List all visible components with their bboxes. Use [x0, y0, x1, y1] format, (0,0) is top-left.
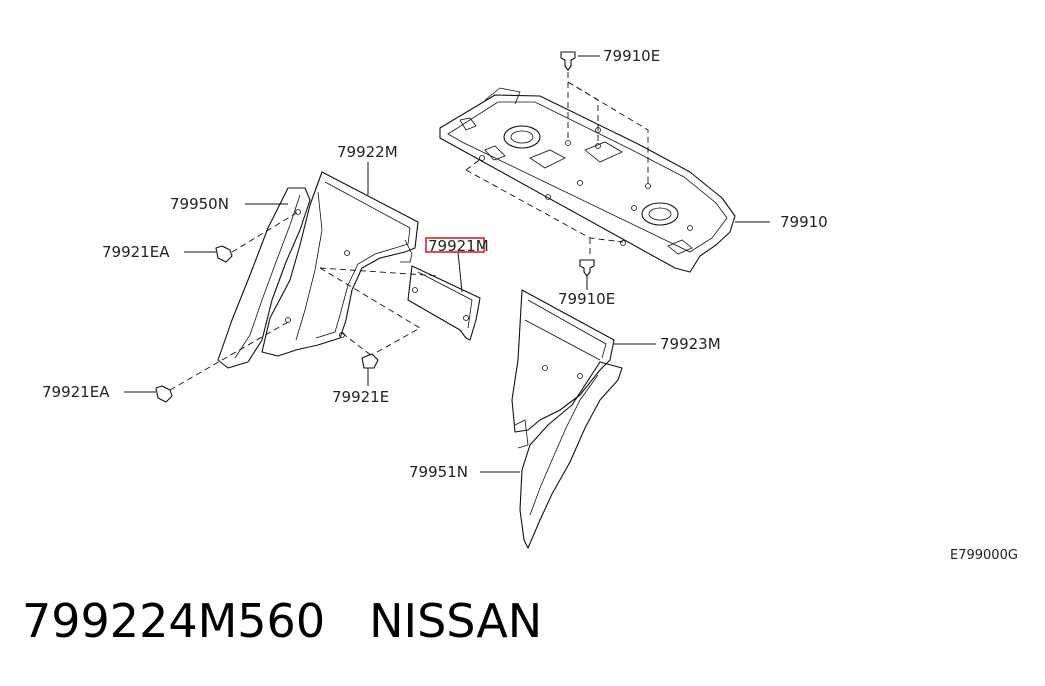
panel-79921M — [407, 265, 481, 341]
leader-79921M — [457, 251, 463, 293]
label-79921EA-lower: 79921EA — [42, 383, 110, 401]
label-79923M: 79923M — [660, 335, 721, 353]
clip-79921EA-lower-icon — [124, 385, 173, 403]
label-79950N: 79950N — [170, 195, 229, 213]
left-dashed-lines — [169, 211, 441, 391]
brand-name: NISSAN — [369, 594, 543, 648]
side-trim-left-79950N — [217, 187, 311, 369]
label-79922M: 79922M — [337, 143, 398, 161]
label-79910: 79910 — [780, 213, 828, 231]
part-number: 799224M560 — [22, 594, 326, 648]
diagram-code: E799000G — [950, 548, 1018, 563]
parcel-shelf-79910 — [439, 87, 736, 273]
clip-79921EA-upper-icon — [184, 245, 233, 263]
highlight-box — [425, 237, 485, 253]
clip-79910E-bottom-icon — [579, 259, 595, 290]
label-79951N: 79951N — [409, 463, 468, 481]
side-finisher-79922M — [261, 171, 419, 357]
label-79910E-top: 79910E — [603, 47, 660, 65]
label-79910E-bottom: 79910E — [558, 290, 615, 308]
side-finisher-79923M — [511, 289, 615, 433]
clip-79910E-top-icon — [560, 51, 600, 71]
clip-79921E-icon — [361, 353, 379, 386]
shelf-dashed-lines — [465, 72, 649, 256]
side-trim-right-79951N — [514, 361, 623, 549]
label-79921E: 79921E — [332, 388, 389, 406]
label-79921EA-upper: 79921EA — [102, 243, 170, 261]
label-79921M: 79921M — [428, 237, 489, 255]
